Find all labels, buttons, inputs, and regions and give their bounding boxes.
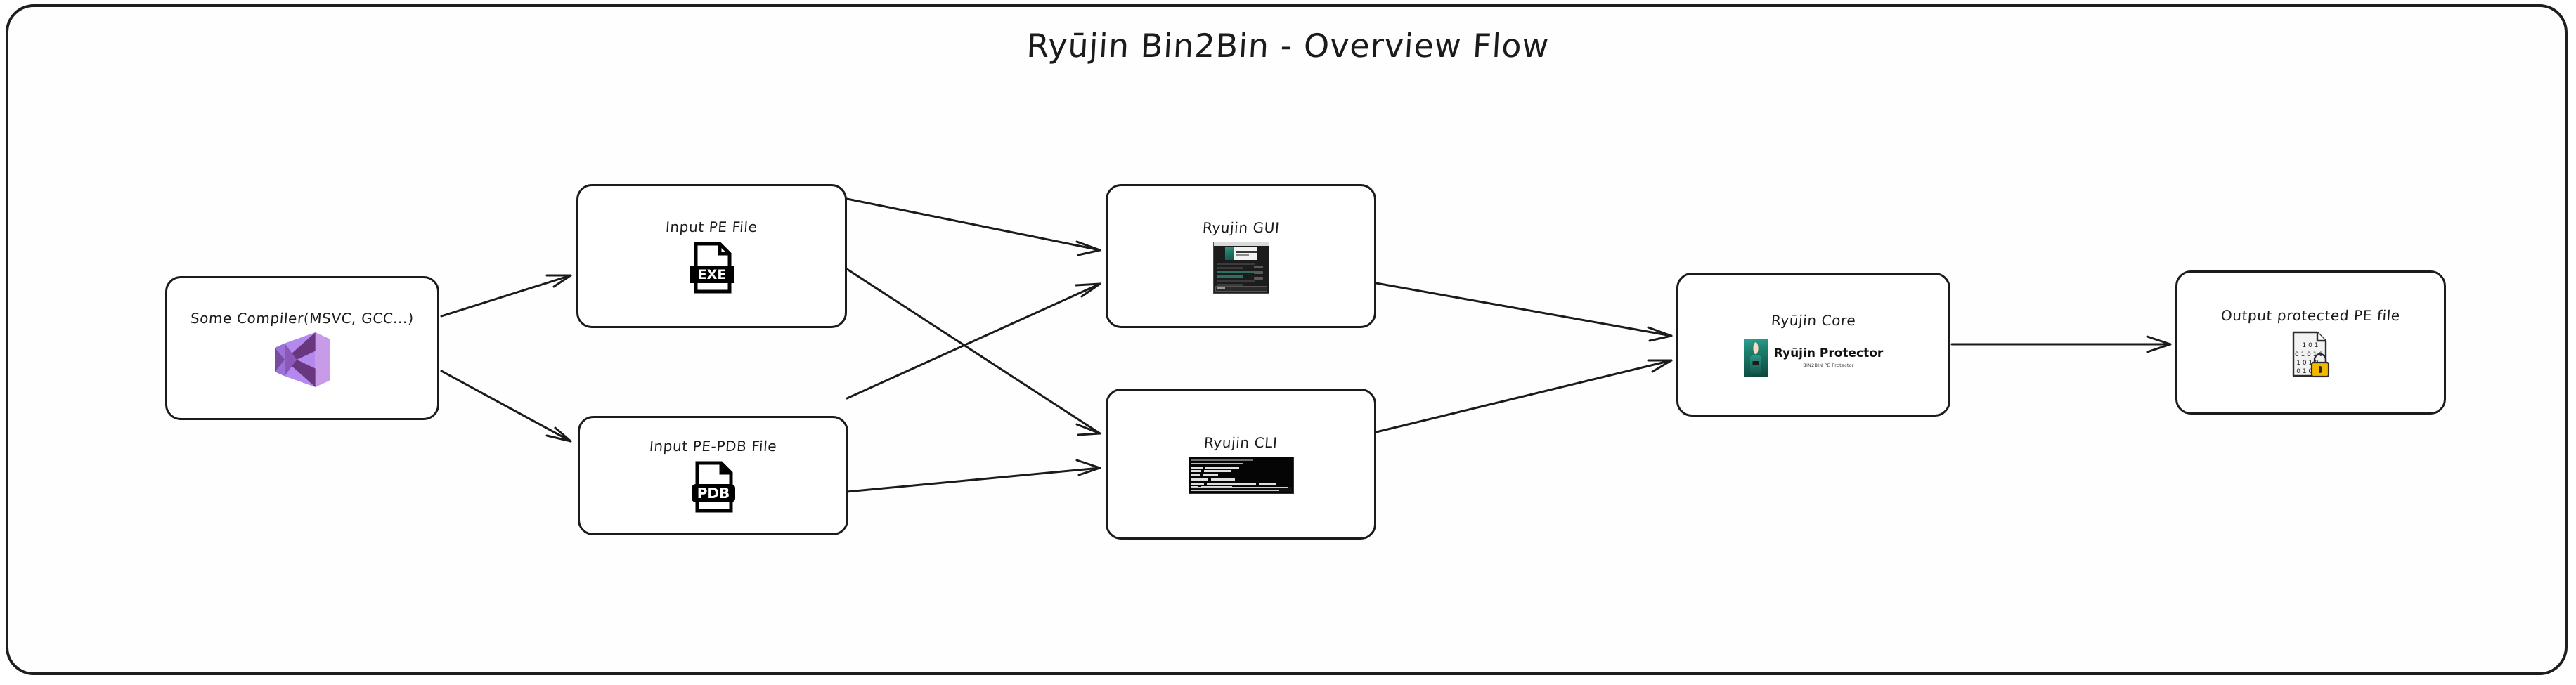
cli-terminal-screenshot — [1188, 457, 1294, 494]
protector-logo-title: Ryūjin Protector — [1773, 346, 1884, 361]
binary-row-4: 0 1 0 1 — [2296, 368, 2319, 375]
visual-studio-logo — [275, 332, 330, 387]
node-label-cli: Ryujin CLI — [1203, 434, 1279, 451]
cli-footer-lines — [1190, 487, 1292, 492]
binary-row-3: 1 0 1 0 — [2296, 360, 2319, 367]
node-ryujin-core[interactable]: Ryūjin Core Ryūjin Protector BIN2BIN PE … — [1676, 273, 1950, 417]
ryujin-protector-logo: Ryūjin Protector BIN2BIN PE Protector — [1743, 334, 1884, 377]
gui-banner-character-art — [1224, 247, 1234, 260]
exe-icon-text: EXE — [697, 267, 726, 282]
node-label-compiler: Some Compiler(MSVC, GCC...) — [190, 309, 415, 327]
gui-body-rows — [1216, 262, 1266, 288]
node-some-compiler[interactable]: Some Compiler(MSVC, GCC...) — [165, 276, 439, 420]
node-ryujin-cli[interactable]: Ryujin CLI — [1106, 389, 1376, 540]
gui-titlebar — [1213, 242, 1269, 246]
node-label-gui: Ryujin GUI — [1201, 218, 1281, 236]
node-input-pe-pdb-file[interactable]: Input PE-PDB File PDB — [578, 416, 848, 535]
ryujin-character-art — [1743, 339, 1768, 377]
node-label-core: Ryūjin Core — [1770, 312, 1857, 329]
exe-file-icon: EXE — [689, 241, 735, 294]
gui-app-screenshot — [1212, 241, 1269, 294]
cli-titlebar — [1191, 459, 1253, 461]
gui-progress-bar — [1215, 285, 1267, 292]
pdb-icon-text: PDB — [697, 485, 730, 502]
node-input-pe-file[interactable]: Input PE File EXE — [576, 184, 847, 328]
protector-logo-subtitle: BIN2BIN PE Protector — [1803, 362, 1854, 368]
node-output-protected-pe-file[interactable]: Output protected PE file 1 0 1 0 1 0 1 0… — [2175, 270, 2446, 415]
node-ryujin-gui[interactable]: Ryujin GUI — [1106, 184, 1376, 328]
node-label-input-pe: Input PE File — [665, 218, 758, 235]
gui-banner — [1224, 247, 1257, 260]
pdb-file-icon: PDB — [690, 460, 737, 514]
binary-row-2: 0 1 0 1 0 — [2294, 351, 2322, 358]
node-label-output: Output protected PE file — [2220, 306, 2401, 324]
protected-binary-file-icon: 1 0 1 0 1 0 1 0 1 0 1 0 0 1 0 1 — [2289, 330, 2333, 379]
diagram-title: Ryūjin Bin2Bin - Overview Flow — [1025, 27, 1551, 65]
binary-row-1: 1 0 1 — [2302, 342, 2318, 349]
gui-banner-wordmark — [1234, 247, 1257, 260]
node-label-input-pdb: Input PE-PDB File — [649, 438, 777, 455]
